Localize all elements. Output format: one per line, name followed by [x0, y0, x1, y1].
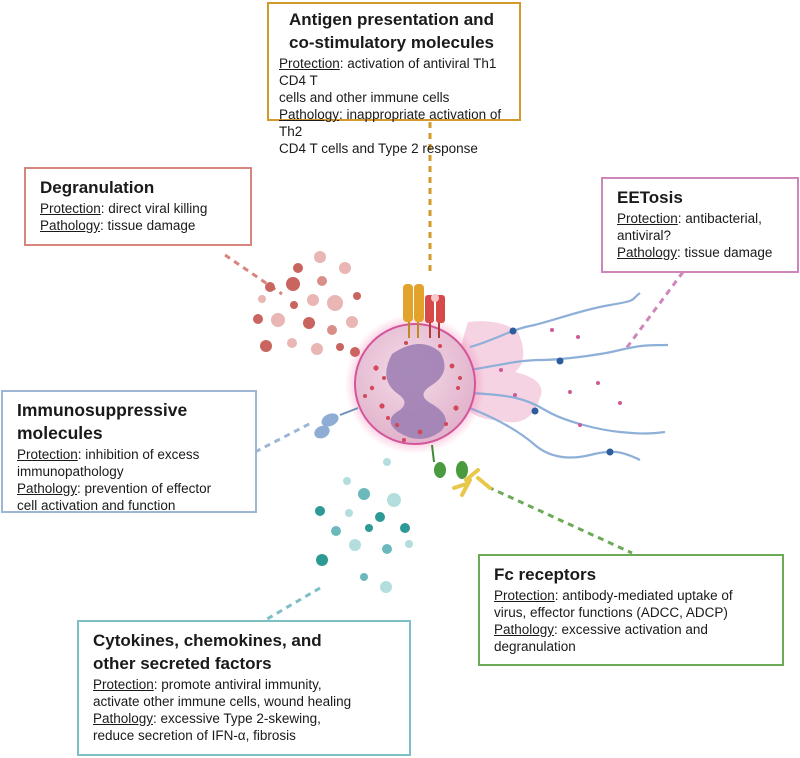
- antigen-pathology-text-1: : inappropriate activation of Th2: [279, 107, 502, 139]
- eetosis-box: EETosis Protection: antibacterial, antiv…: [601, 177, 799, 273]
- cytokines-protection-line-1: Protection: promote antiviral immunity,: [93, 676, 397, 693]
- protection-label: Protection: [93, 677, 154, 692]
- cytokines-pathology-text-1: : excessive Type 2-skewing,: [153, 711, 321, 726]
- pathology-label: Pathology: [17, 481, 78, 496]
- pathology-label: Pathology: [279, 107, 340, 122]
- eetosis-title: EETosis: [617, 188, 683, 207]
- fc-title: Fc receptors: [494, 565, 597, 584]
- degranulation-title: Degranulation: [40, 178, 155, 197]
- immunosuppressive-title-line-1: Immunosuppressive: [17, 400, 188, 420]
- degranulation-box: Degranulation Protection: direct viral k…: [24, 167, 252, 246]
- fc-receptors-box: Fc receptors Protection: antibody-mediat…: [478, 554, 784, 666]
- immunosuppressive-pathology-line-1: Pathology: prevention of effector: [17, 480, 243, 497]
- fc-pathology-text-1: : excessive activation and: [554, 622, 708, 637]
- fc-pathology-line-1: Pathology: excessive activation and: [494, 621, 770, 638]
- fc-pathology-text-2: degranulation: [494, 639, 576, 654]
- cytokines-protection-text-2: activate other immune cells, wound heali…: [93, 694, 352, 709]
- cytokines-title-line-2: other secreted factors: [93, 654, 272, 673]
- eetosis-pathology-text: : tissue damage: [677, 245, 773, 260]
- antigen-title-line-2: co-stimulatory molecules: [289, 33, 495, 52]
- fc-receptor: [431, 444, 492, 497]
- cytokines-protection-text-1: : promote antiviral immunity,: [153, 677, 322, 692]
- pathology-label: Pathology: [40, 218, 101, 233]
- protection-label: Protection: [17, 447, 78, 462]
- protection-label: Protection: [40, 201, 101, 216]
- connector-cytokines: [261, 586, 321, 624]
- eetosis-dots: [499, 328, 622, 427]
- immunosuppressive-pathology-text-2: cell activation and function: [17, 498, 176, 513]
- degranulation-pathology-text: : tissue damage: [100, 218, 196, 233]
- dna-beads: [509, 327, 614, 456]
- intracellular-granules: [363, 341, 462, 442]
- eetosis-protection-line-1: Protection: antibacterial,: [617, 210, 785, 227]
- fc-protection-text-1: : antibody-mediated uptake of: [554, 588, 733, 603]
- cytokine-particles: [315, 458, 413, 593]
- eetosis-protection-text-2: antiviral?: [617, 228, 672, 243]
- cytokines-pathology-text-2: reduce secretion of IFN-α, fibrosis: [93, 728, 296, 743]
- degranulation-pathology-line: Pathology: tissue damage: [40, 217, 238, 234]
- eetosis-pathology-line: Pathology: tissue damage: [617, 244, 785, 261]
- antigen-title-line-1: Antigen presentation and: [289, 10, 494, 29]
- connector-immunosuppressive: [254, 420, 314, 454]
- antigen-pathology-line-1: Pathology: inappropriate activation of T…: [279, 106, 509, 140]
- antigen-protection-text-1: : activation of antiviral Th1 CD4 T: [279, 56, 497, 88]
- antigen-protection-line-1: Protection: activation of antiviral Th1 …: [279, 55, 509, 89]
- eetosis-protection-text-1: : antibacterial,: [677, 211, 762, 226]
- immunosuppressive-title-line-2: molecules: [17, 423, 103, 443]
- immunosuppressive-protection-line-1: Protection: inhibition of excess: [17, 446, 243, 463]
- immunosuppressive-box: Immunosuppressive molecules Protection: …: [1, 390, 257, 513]
- pathology-label: Pathology: [617, 245, 678, 260]
- immunosuppressive-receptor: [314, 407, 359, 439]
- protection-label: Protection: [617, 211, 678, 226]
- antigen-presentation-box: Antigen presentation and co-stimulatory …: [267, 2, 521, 156]
- cell-nucleus: [386, 343, 446, 439]
- cytokines-pathology-line-1: Pathology: excessive Type 2-skewing,: [93, 710, 397, 727]
- antigen-pathology-text-2: CD4 T cells and Type 2 response: [279, 141, 478, 156]
- mhc-receptors: [403, 284, 445, 338]
- connector-eetosis: [623, 271, 685, 351]
- pathology-label: Pathology: [494, 622, 555, 637]
- immunosuppressive-pathology-text-1: : prevention of effector: [77, 481, 212, 496]
- connector-fc: [487, 485, 633, 555]
- degranulation-protection-line: Protection: direct viral killing: [40, 200, 238, 217]
- degranulation-protection-text: : direct viral killing: [100, 201, 208, 216]
- cytokines-title-line-1: Cytokines, chemokines, and: [93, 631, 322, 650]
- immunosuppressive-protection-text-2: immunopathology: [17, 464, 124, 479]
- immunosuppressive-protection-text-1: : inhibition of excess: [77, 447, 200, 462]
- degranulation-granules: [253, 251, 361, 357]
- fc-protection-text-2: virus, effector functions (ADCC, ADCP): [494, 605, 728, 620]
- cytokines-box: Cytokines, chemokines, and other secrete…: [77, 620, 411, 756]
- protection-label: Protection: [494, 588, 555, 603]
- pathology-label: Pathology: [93, 711, 154, 726]
- protection-label: Protection: [279, 56, 340, 71]
- dna-strands: [469, 292, 669, 461]
- antigen-protection-text-2: cells and other immune cells: [279, 90, 450, 105]
- fc-protection-line-1: Protection: antibody-mediated uptake of: [494, 587, 770, 604]
